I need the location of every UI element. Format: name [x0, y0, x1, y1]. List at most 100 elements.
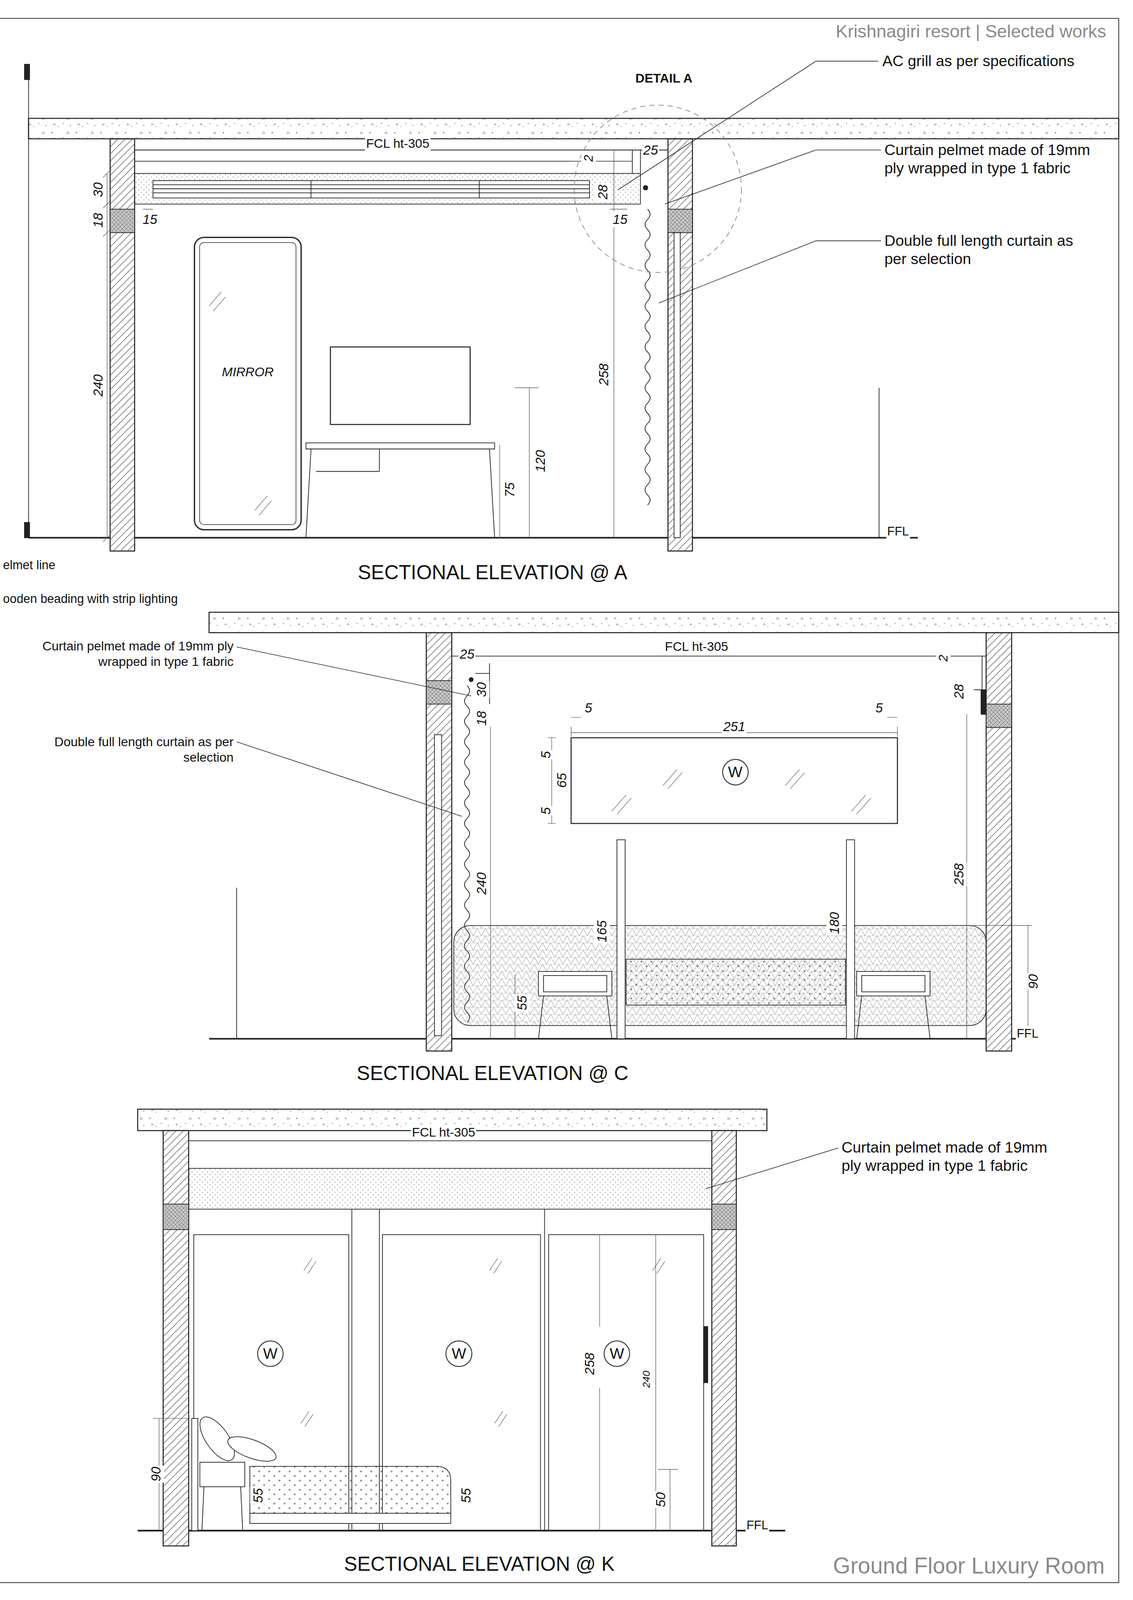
- side-table: [201, 1486, 243, 1531]
- headboard: [191, 1417, 198, 1531]
- pillow: [224, 1431, 280, 1466]
- node-text: W: [263, 1344, 278, 1362]
- false-ceiling-line: [188, 1139, 712, 1141]
- dimension-label: 240: [640, 1369, 653, 1389]
- tv-screen: [330, 346, 471, 425]
- annotation-label: SECTIONAL ELEVATION @ K: [342, 1551, 617, 1576]
- lintel: [711, 1203, 737, 1230]
- curtain-pelmet: [134, 173, 641, 204]
- dimension-label: 165: [593, 919, 610, 944]
- dimension-label: 258: [581, 1351, 598, 1376]
- ac-grill: [153, 180, 590, 198]
- dimension-line: [103, 150, 633, 542]
- wall: [986, 632, 1012, 1051]
- bed-quilt: [625, 958, 846, 1005]
- dimension-line: [153, 1234, 679, 1531]
- dimension-label: 240: [473, 870, 490, 896]
- wall: [667, 138, 693, 551]
- section-k: [137, 1108, 839, 1546]
- dimension-label: 15: [141, 211, 159, 228]
- glass-mark: [209, 291, 272, 516]
- side-table: [538, 971, 612, 996]
- dimension-label: 5: [537, 750, 554, 760]
- dimension-label: 30: [89, 181, 106, 199]
- dimension-label: 28: [950, 682, 967, 700]
- annotation-label: FCL ht-305: [663, 638, 730, 655]
- glass-mark: [300, 1257, 666, 1427]
- wall-mirror: [571, 737, 898, 824]
- dimension-label: 2: [936, 653, 951, 663]
- dimension-label: 15: [611, 211, 629, 228]
- wall: [426, 632, 452, 1051]
- outside-line: [236, 887, 238, 1039]
- section-c: [209, 611, 1119, 1051]
- door-frame: [673, 232, 680, 538]
- leader-line: [617, 61, 881, 303]
- headboard: [453, 925, 987, 1025]
- annotation-label: FFL: [1015, 1025, 1040, 1041]
- false-ceiling-line: [451, 655, 987, 657]
- bed-base: [249, 1512, 451, 1523]
- pelmet-hanger: [632, 150, 641, 174]
- dimension-label: 55: [458, 1486, 475, 1504]
- dimension-label: 258: [950, 861, 967, 886]
- dimension-label: 25: [642, 141, 660, 158]
- door-handle: [703, 1325, 708, 1382]
- glass-tag: W: [603, 1339, 631, 1367]
- ac-grill: [153, 180, 590, 198]
- wardrobe-panel: [548, 1234, 704, 1531]
- annotation-label: SECTIONAL ELEVATION @ C: [355, 1060, 631, 1085]
- dimension-label: 5: [583, 699, 594, 716]
- dimension-label: 240: [89, 373, 106, 398]
- wall: [163, 1130, 189, 1546]
- lintel: [163, 1203, 189, 1230]
- curtain-track: [643, 185, 648, 191]
- section-a: [24, 64, 30, 80]
- curtain-pelmet: [188, 1168, 712, 1209]
- dimension-label: 18: [473, 709, 490, 727]
- lintel: [110, 209, 135, 233]
- annotation-label: Double full length curtain as per select…: [883, 231, 1093, 269]
- dimension-label: 5: [874, 699, 885, 716]
- glass-tag: W: [722, 758, 749, 786]
- bed-post: [616, 839, 626, 1039]
- annotation-label: Curtain pelmet made of 19mm ply wrapped …: [840, 1138, 1050, 1175]
- annotation-label: DETAIL A: [634, 70, 694, 87]
- dimension-label: 28: [594, 183, 611, 201]
- annotation-label: FFL: [745, 1517, 770, 1532]
- dimension-label: 258: [595, 362, 612, 387]
- lintel: [986, 703, 1012, 728]
- roof-slab: [209, 611, 1119, 633]
- annotation-label: AC grill as per specifications: [881, 51, 1096, 71]
- pelmet-hanger: [973, 656, 983, 690]
- annotation-label: FFL: [886, 523, 911, 539]
- curtain-pelmet: [981, 689, 987, 714]
- section-a: [24, 61, 1119, 551]
- annotation-label: Curtain pelmet made of 19mm ply wrapped …: [883, 140, 1093, 178]
- curtain: [645, 209, 651, 506]
- annotation-label: elmet line: [1, 557, 57, 573]
- dimension-label: 251: [722, 718, 747, 735]
- wall: [711, 1130, 737, 1546]
- floor-line: [28, 536, 918, 539]
- glass-tag: W: [445, 1339, 472, 1367]
- dimension-label: 55: [514, 993, 531, 1011]
- mirror-panel: MIRROR: [193, 236, 302, 531]
- dimension-label: 2: [580, 153, 596, 163]
- leader-line: [705, 1147, 839, 1189]
- dimension-label: 55: [249, 1486, 266, 1504]
- dimension-label: 90: [1024, 972, 1041, 990]
- annotation-label: Krishnagiri resort | Selected works: [834, 20, 1108, 43]
- dimension-label: 18: [89, 212, 106, 229]
- outside-line: [878, 387, 880, 538]
- lintel: [426, 680, 452, 704]
- node-text: W: [451, 1344, 467, 1362]
- console-table: [305, 442, 495, 538]
- annotation-label: Curtain pelmet made of 19mm ply wrapped …: [30, 638, 235, 669]
- annotation-label: FCL ht-305: [410, 1124, 476, 1140]
- dimension-label: 75: [501, 481, 518, 498]
- dimension-label: 180: [826, 910, 843, 936]
- dimension-label: 90: [148, 1465, 165, 1483]
- curtain-track: [469, 677, 474, 682]
